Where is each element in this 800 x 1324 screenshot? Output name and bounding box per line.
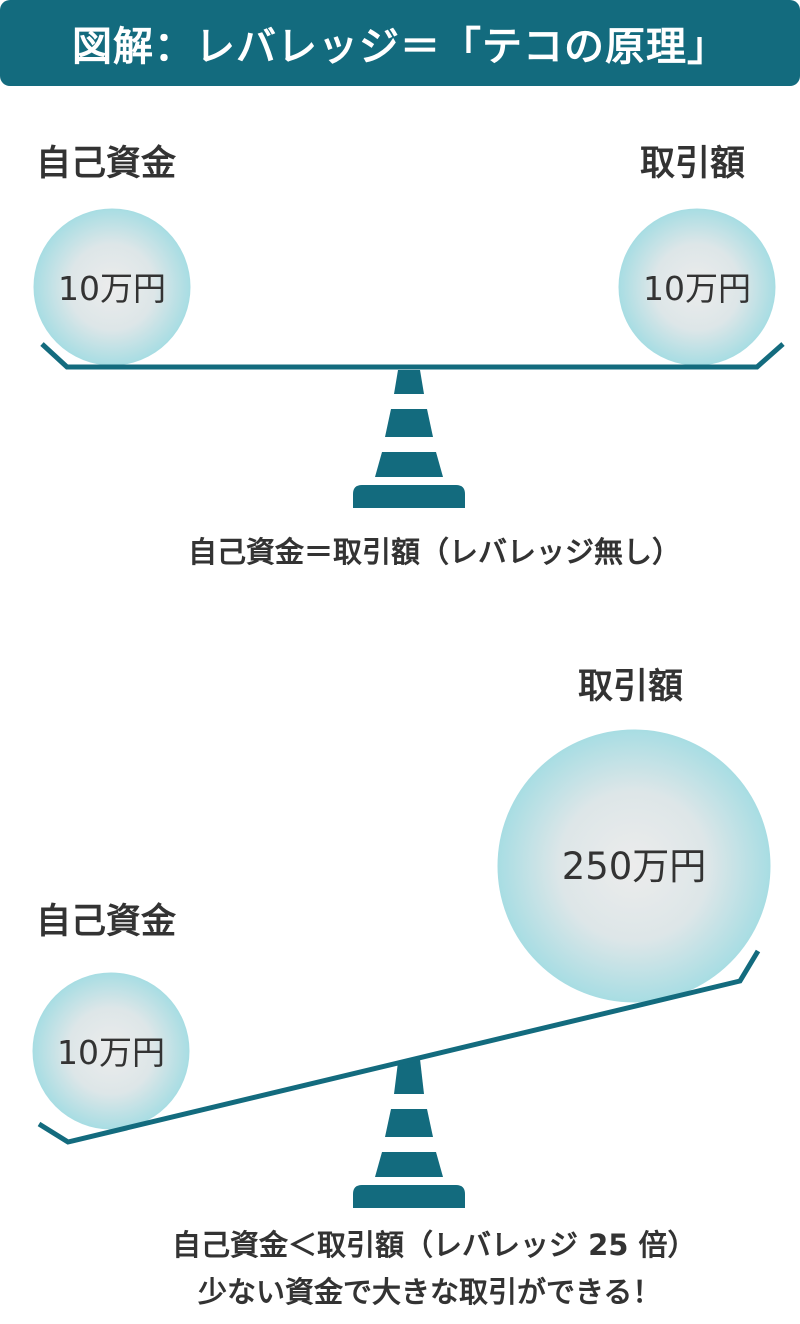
fulcrum-1 <box>353 370 465 508</box>
trade-amount-label-1: 取引額 <box>640 144 746 184</box>
left-amount-2: 10万円 <box>57 1033 165 1072</box>
page-title: 図解：レバレッジ＝「テコの原理」 <box>72 24 728 70</box>
left-amount-1: 10万円 <box>58 269 166 308</box>
right-amount-2: 250万円 <box>562 845 707 888</box>
balanced-scale: 10万円 10万円 <box>33 208 785 508</box>
own-capital-label-1: 自己資金 <box>36 144 177 184</box>
trade-amount-label-2: 取引額 <box>578 667 684 707</box>
title-banner: 図解：レバレッジ＝「テコの原理」 <box>0 0 800 86</box>
tilted-scale: 10万円 250万円 <box>32 729 771 1208</box>
fulcrum-2 <box>353 1059 465 1208</box>
leverage-caption-line1: 自己資金＜取引額（レバレッジ 25 倍） <box>172 1228 697 1262</box>
beam-2 <box>37 949 761 1145</box>
right-amount-1: 10万円 <box>643 269 751 308</box>
balanced-caption: 自己資金＝取引額（レバレッジ無し） <box>188 535 682 569</box>
beam-1 <box>40 342 785 370</box>
own-capital-label-2: 自己資金 <box>36 902 177 942</box>
left-weight-ball-2 <box>32 972 190 1130</box>
leverage-caption-line2: 少ない資金で大きな取引ができる！ <box>198 1275 662 1309</box>
right-weight-ball-2 <box>497 729 771 1003</box>
